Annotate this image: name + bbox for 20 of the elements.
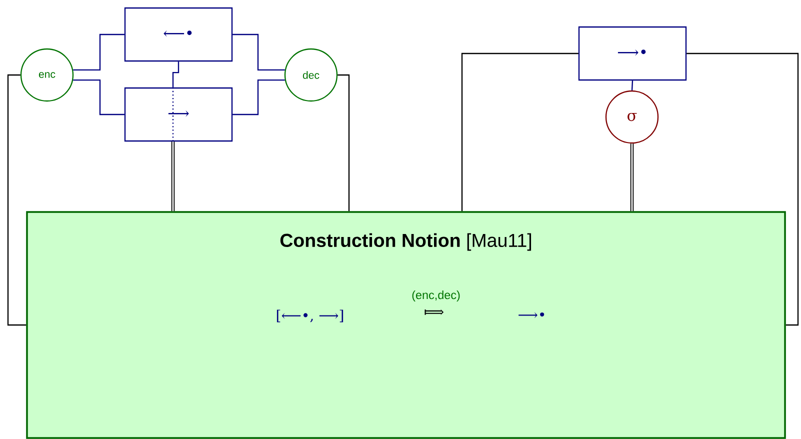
connector-line bbox=[631, 80, 634, 90]
formula: [⟵•, ⟶] bbox=[276, 310, 344, 322]
connector-line bbox=[338, 74, 350, 212]
connector-line bbox=[171, 142, 175, 212]
process-box: ⟶ bbox=[124, 87, 233, 142]
process-box: ⟵• bbox=[124, 7, 233, 62]
title: Construction Notion [Mau11] bbox=[280, 233, 532, 251]
connector-line bbox=[7, 74, 26, 326]
connector-line bbox=[630, 144, 634, 212]
arrow-label: (enc,dec) bbox=[412, 290, 460, 302]
connector-line bbox=[73, 34, 124, 71]
mapping-arrow: ⟾ bbox=[424, 309, 444, 316]
connector-line bbox=[232, 80, 285, 116]
connector-line bbox=[686, 52, 799, 326]
process-box: ⟶• bbox=[578, 26, 687, 81]
connector-line bbox=[172, 62, 180, 88]
connector-line bbox=[461, 52, 578, 212]
connector-line bbox=[232, 34, 285, 71]
connector-line bbox=[73, 80, 124, 116]
formula: ⟶• bbox=[518, 312, 544, 318]
